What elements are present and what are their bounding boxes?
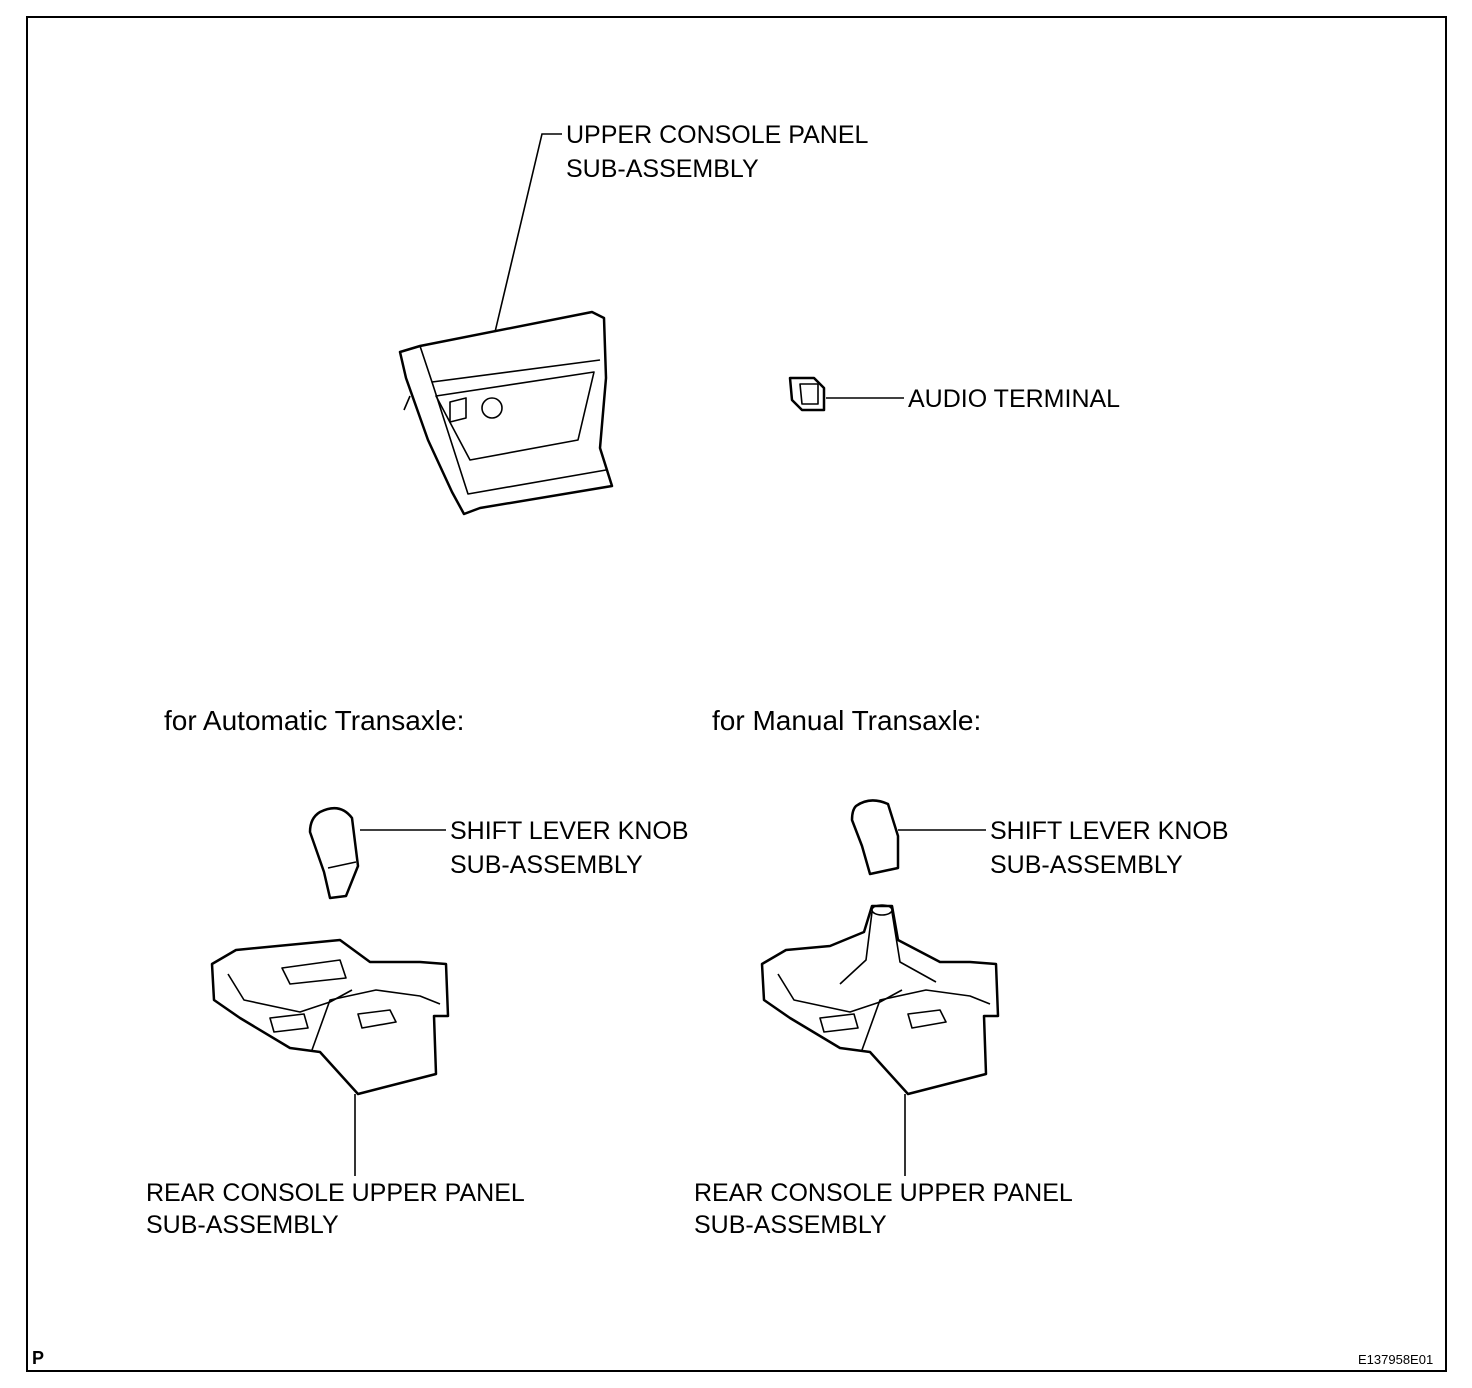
upper-console-panel-drawing bbox=[398, 310, 614, 516]
automatic-rear-console-drawing bbox=[210, 938, 450, 1096]
manual-rear-console-drawing bbox=[760, 904, 1000, 1096]
audio-terminal-label: AUDIO TERMINAL bbox=[908, 385, 1121, 413]
manual-section-heading: for Manual Transaxle: bbox=[712, 705, 982, 736]
automatic-knob-label-line1: SHIFT LEVER KNOB bbox=[450, 817, 689, 845]
upper-console-label-line2: SUB-ASSEMBLY bbox=[566, 155, 759, 183]
manual-shift-knob-drawing bbox=[850, 799, 900, 876]
automatic-shift-knob-drawing bbox=[308, 806, 360, 900]
automatic-section-heading: for Automatic Transaxle: bbox=[164, 705, 465, 736]
diagram-frame bbox=[26, 16, 1447, 1372]
automatic-rear-console-label-line1: REAR CONSOLE UPPER PANEL bbox=[146, 1179, 525, 1207]
figure-code: E137958E01 bbox=[1358, 1352, 1434, 1367]
manual-rear-console-label-line1: REAR CONSOLE UPPER PANEL bbox=[694, 1179, 1073, 1207]
manual-knob-label-line2: SUB-ASSEMBLY bbox=[990, 851, 1183, 879]
upper-console-leader bbox=[494, 133, 562, 333]
upper-console-label-line1: UPPER CONSOLE PANEL bbox=[566, 121, 869, 149]
manual-knob-label-line1: SHIFT LEVER KNOB bbox=[990, 817, 1229, 845]
corner-mark: P bbox=[32, 1348, 45, 1368]
audio-terminal-drawing bbox=[788, 376, 826, 412]
automatic-knob-label-line2: SUB-ASSEMBLY bbox=[450, 851, 643, 879]
automatic-rear-console-label-line2: SUB-ASSEMBLY bbox=[146, 1211, 339, 1239]
manual-rear-console-label-line2: SUB-ASSEMBLY bbox=[694, 1211, 887, 1239]
